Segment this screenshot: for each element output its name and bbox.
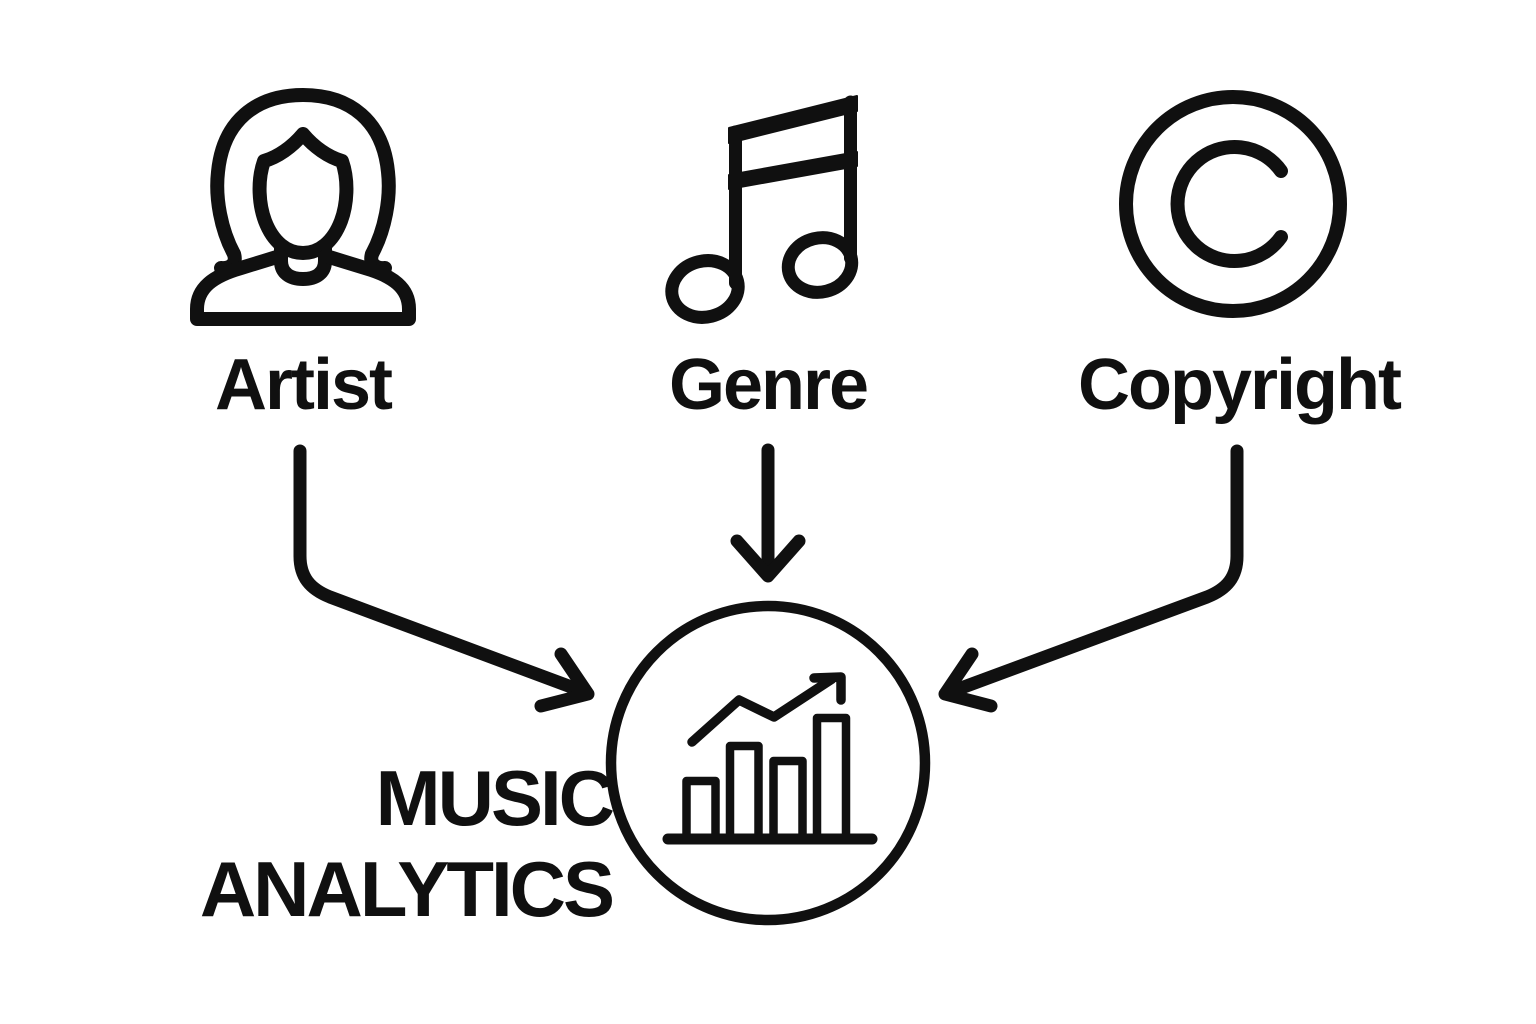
chart-bar-2 — [725, 741, 763, 843]
chart-bar-1 — [682, 776, 720, 843]
artist-hair-outline — [210, 88, 396, 261]
analytics-circle — [605, 600, 931, 926]
copyright-c-glyph — [1170, 140, 1288, 268]
music-analytics-label: MUSIC ANALYTICS — [150, 753, 615, 935]
woman-artist-icon — [190, 88, 416, 326]
artist-neck — [274, 240, 332, 286]
music-note-icon — [665, 95, 859, 324]
artist-label: Artist — [214, 345, 393, 425]
arrow-genre-to-analytics — [730, 443, 806, 583]
chart-bar-3 — [769, 756, 807, 843]
copyright-outer-circle — [1119, 90, 1347, 318]
chart-trend-line — [687, 674, 837, 747]
artist-face-outline — [252, 127, 354, 260]
arrow-artist-line — [293, 444, 589, 698]
music-analytics-line2: ANALYTICS — [199, 845, 615, 933]
arrow-copyright-head — [938, 647, 998, 713]
bar-chart-growth-icon — [605, 600, 931, 926]
arrow-copyright-line — [946, 444, 1244, 698]
chart-bar-4 — [812, 713, 851, 843]
artist-shoulders — [190, 249, 416, 326]
genre-label: Genre — [668, 345, 869, 425]
note-head-right — [781, 231, 859, 299]
note-beam-bottom — [728, 151, 858, 190]
copyright-label: Copyright — [1078, 345, 1402, 425]
arrow-artist-head — [534, 647, 595, 713]
arrow-copyright-to-analytics — [938, 444, 1244, 713]
arrow-artist-to-analytics — [293, 444, 595, 713]
music-analytics-line1: MUSIC — [375, 754, 615, 842]
chart-trend-arrowhead — [809, 672, 846, 705]
note-beam-top — [728, 95, 858, 144]
note-head-left — [665, 254, 745, 324]
arrow-genre-head — [730, 534, 806, 583]
copyright-symbol-icon — [1119, 90, 1347, 318]
